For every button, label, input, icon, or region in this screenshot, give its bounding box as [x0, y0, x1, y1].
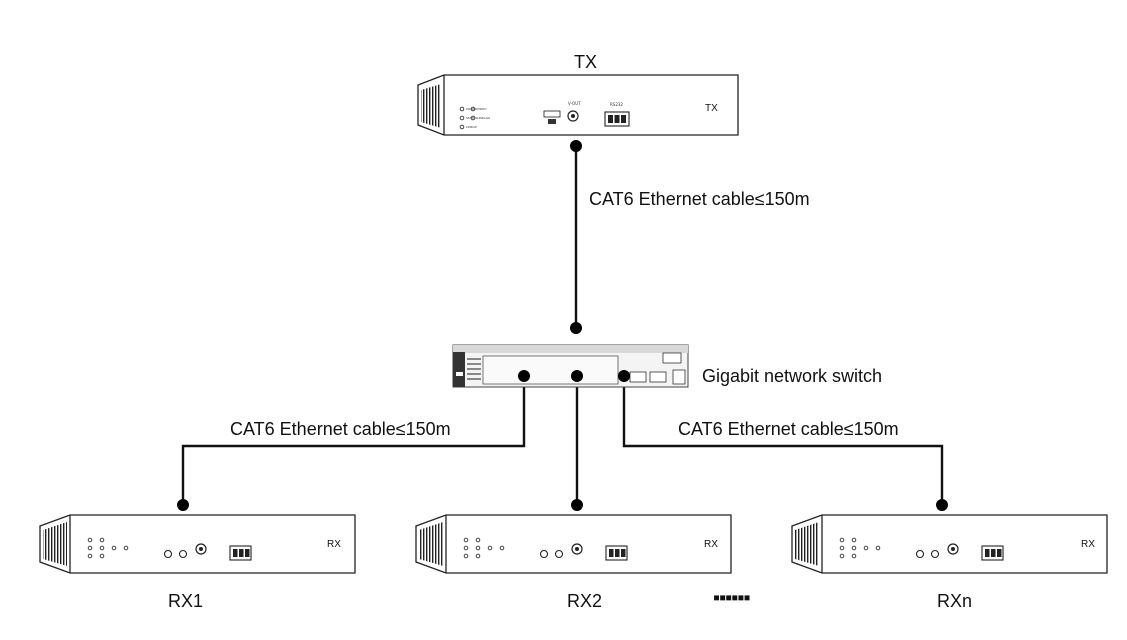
audio-jack	[163, 549, 173, 559]
rx-devices	[39, 499, 1108, 574]
switch-port-panel	[482, 355, 619, 385]
status-led	[123, 545, 129, 551]
tx-device: POWER STATUS LINKUP VIDEO LINKLAN V-OUT RS23…	[417, 74, 739, 152]
status-led	[839, 537, 845, 543]
cable-switch-rx1	[181, 376, 526, 505]
rx2-name: RX2	[567, 591, 603, 611]
svg-text:LINKUP: LINKUP	[466, 125, 477, 129]
cable-label-left: CAT6 Ethernet cable≤150m	[230, 419, 451, 439]
status-led	[839, 545, 845, 551]
svg-text:RS232: RS232	[610, 102, 623, 107]
more-receivers-ellipsis: ▪▪▪▪▪▪	[713, 587, 751, 609]
switch-port-dot-right	[618, 370, 630, 382]
status-led	[875, 545, 881, 551]
cable-switch-rxn	[622, 376, 944, 505]
status-led	[463, 553, 469, 559]
status-led	[99, 553, 105, 559]
status-led	[487, 545, 493, 551]
status-led	[87, 553, 93, 559]
audio-jack	[178, 549, 188, 559]
cable-lines	[181, 146, 944, 505]
rxn-name: RXn	[937, 591, 973, 611]
svg-text:V-OUT: V-OUT	[568, 101, 581, 106]
switch-label: Gigabit network switch	[702, 366, 883, 386]
status-led	[851, 553, 857, 559]
status-led	[99, 537, 105, 543]
rx1-face-label: RX	[327, 539, 341, 550]
rx-device	[415, 499, 732, 574]
status-led	[863, 545, 869, 551]
rx2-face-label: RX	[704, 539, 718, 550]
switch-port-dot-center	[571, 370, 583, 382]
rx-rj45-port-dot	[571, 499, 583, 511]
audio-jack	[554, 549, 564, 559]
status-led	[499, 545, 505, 551]
audio-jack	[539, 549, 549, 559]
switch-port-dot-left	[518, 370, 530, 382]
switch-uplink-dot	[570, 322, 582, 334]
tx-rj45-port-dot	[570, 140, 582, 152]
status-led	[463, 537, 469, 543]
status-led	[475, 537, 481, 543]
status-led	[87, 537, 93, 543]
status-led	[851, 545, 857, 551]
tx-face-label: TX	[705, 103, 718, 114]
rx-rj45-port-dot	[177, 499, 189, 511]
cable-label-tx-switch: CAT6 Ethernet cable≤150m	[589, 189, 810, 209]
status-led	[851, 537, 857, 543]
rx-device	[791, 499, 1108, 574]
rx-device	[39, 499, 356, 574]
rxn-face-label: RX	[1081, 539, 1095, 550]
rx1-name: RX1	[168, 591, 204, 611]
status-led	[99, 545, 105, 551]
tx-status-leds	[459, 106, 476, 130]
cable-label-right: CAT6 Ethernet cable≤150m	[678, 419, 899, 439]
svg-text:POWER: POWER	[466, 107, 477, 111]
svg-text:STATUS: STATUS	[466, 116, 477, 120]
audio-jack	[930, 549, 940, 559]
svg-text:LINKLAN: LINKLAN	[477, 116, 490, 120]
status-led	[475, 545, 481, 551]
tx-title: TX	[574, 52, 598, 72]
status-led	[463, 545, 469, 551]
status-led	[87, 545, 93, 551]
svg-text:VIDEO: VIDEO	[477, 107, 487, 111]
status-led	[475, 553, 481, 559]
status-led	[839, 553, 845, 559]
rx-rj45-port-dot	[936, 499, 948, 511]
audio-jack	[915, 549, 925, 559]
network-switch	[452, 322, 689, 388]
status-led	[111, 545, 117, 551]
